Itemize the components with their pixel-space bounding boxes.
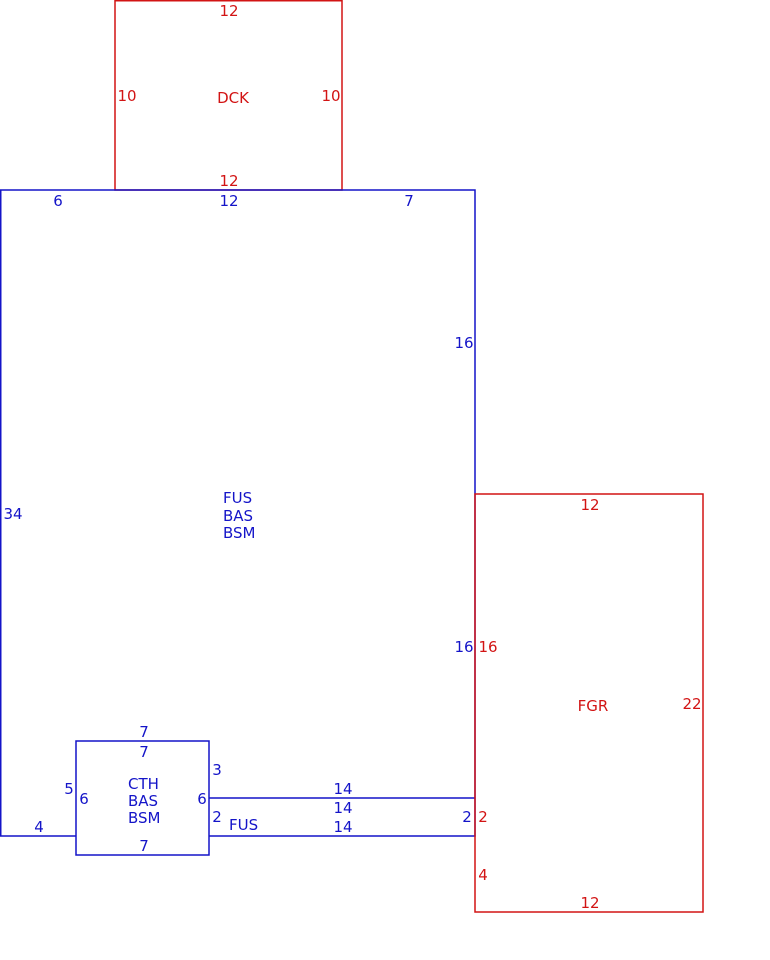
- main-dim-right-upper: 16: [454, 334, 473, 352]
- cth-label-line-2: BAS: [128, 792, 158, 810]
- fgr-dim-top: 12: [580, 496, 599, 514]
- dck-dim-bottom: 12: [219, 172, 238, 190]
- main-dim-left: 34: [3, 505, 22, 523]
- main-label-line-2: BAS: [223, 507, 253, 525]
- cth-label-line-1: CTH: [128, 775, 159, 793]
- cth-dim-inner-top: 7: [139, 743, 149, 761]
- main-dim-top-mid: 12: [219, 192, 238, 210]
- main-outline: [0, 189, 476, 837]
- cth-dim-bottom: 7: [139, 837, 149, 855]
- main-dim-right-lower: 16: [454, 638, 473, 656]
- main-dim-bottom-left: 4: [34, 818, 44, 836]
- dck-dim-right: 10: [321, 87, 340, 105]
- main-label-line-1: FUS: [223, 489, 252, 507]
- fgr-dim-left-lower-a: 2: [478, 808, 488, 826]
- cth-dim-right-upper: 3: [212, 761, 222, 779]
- fus-strip-dim-bottom: 14: [333, 818, 352, 836]
- dck-label: DCK: [217, 89, 250, 107]
- dck-dim-top: 12: [219, 2, 238, 20]
- cth-dim-left-inner: 6: [79, 790, 89, 808]
- fgr-dim-bottom: 12: [580, 894, 599, 912]
- main-dim-top-right: 7: [404, 192, 414, 210]
- cth-label-line-3: BSM: [128, 809, 161, 827]
- fgr-dim-left: 16: [478, 638, 497, 656]
- cth-dim-left-outer: 5: [64, 780, 74, 798]
- fus-strip-dim-top: 14: [333, 780, 352, 798]
- cth-dim-outer-top: 7: [139, 723, 149, 741]
- fus-strip-dim-middle: 14: [333, 799, 352, 817]
- dck-dim-left: 10: [117, 87, 136, 105]
- cth-outline: [75, 740, 210, 856]
- main-dim-top-left: 6: [53, 192, 63, 210]
- fgr-dim-right: 22: [682, 695, 701, 713]
- fus-strip-label: FUS: [229, 816, 258, 834]
- fgr-dim-left-lower-b: 4: [478, 866, 488, 884]
- fgr-outline: [474, 493, 704, 913]
- cth-dim-right-inner: 6: [197, 790, 207, 808]
- main-label-line-3: BSM: [223, 524, 256, 542]
- cth-dim-right-lower: 2: [212, 808, 222, 826]
- fus-strip-dim-right: 2: [462, 808, 472, 826]
- fgr-label: FGR: [578, 697, 609, 715]
